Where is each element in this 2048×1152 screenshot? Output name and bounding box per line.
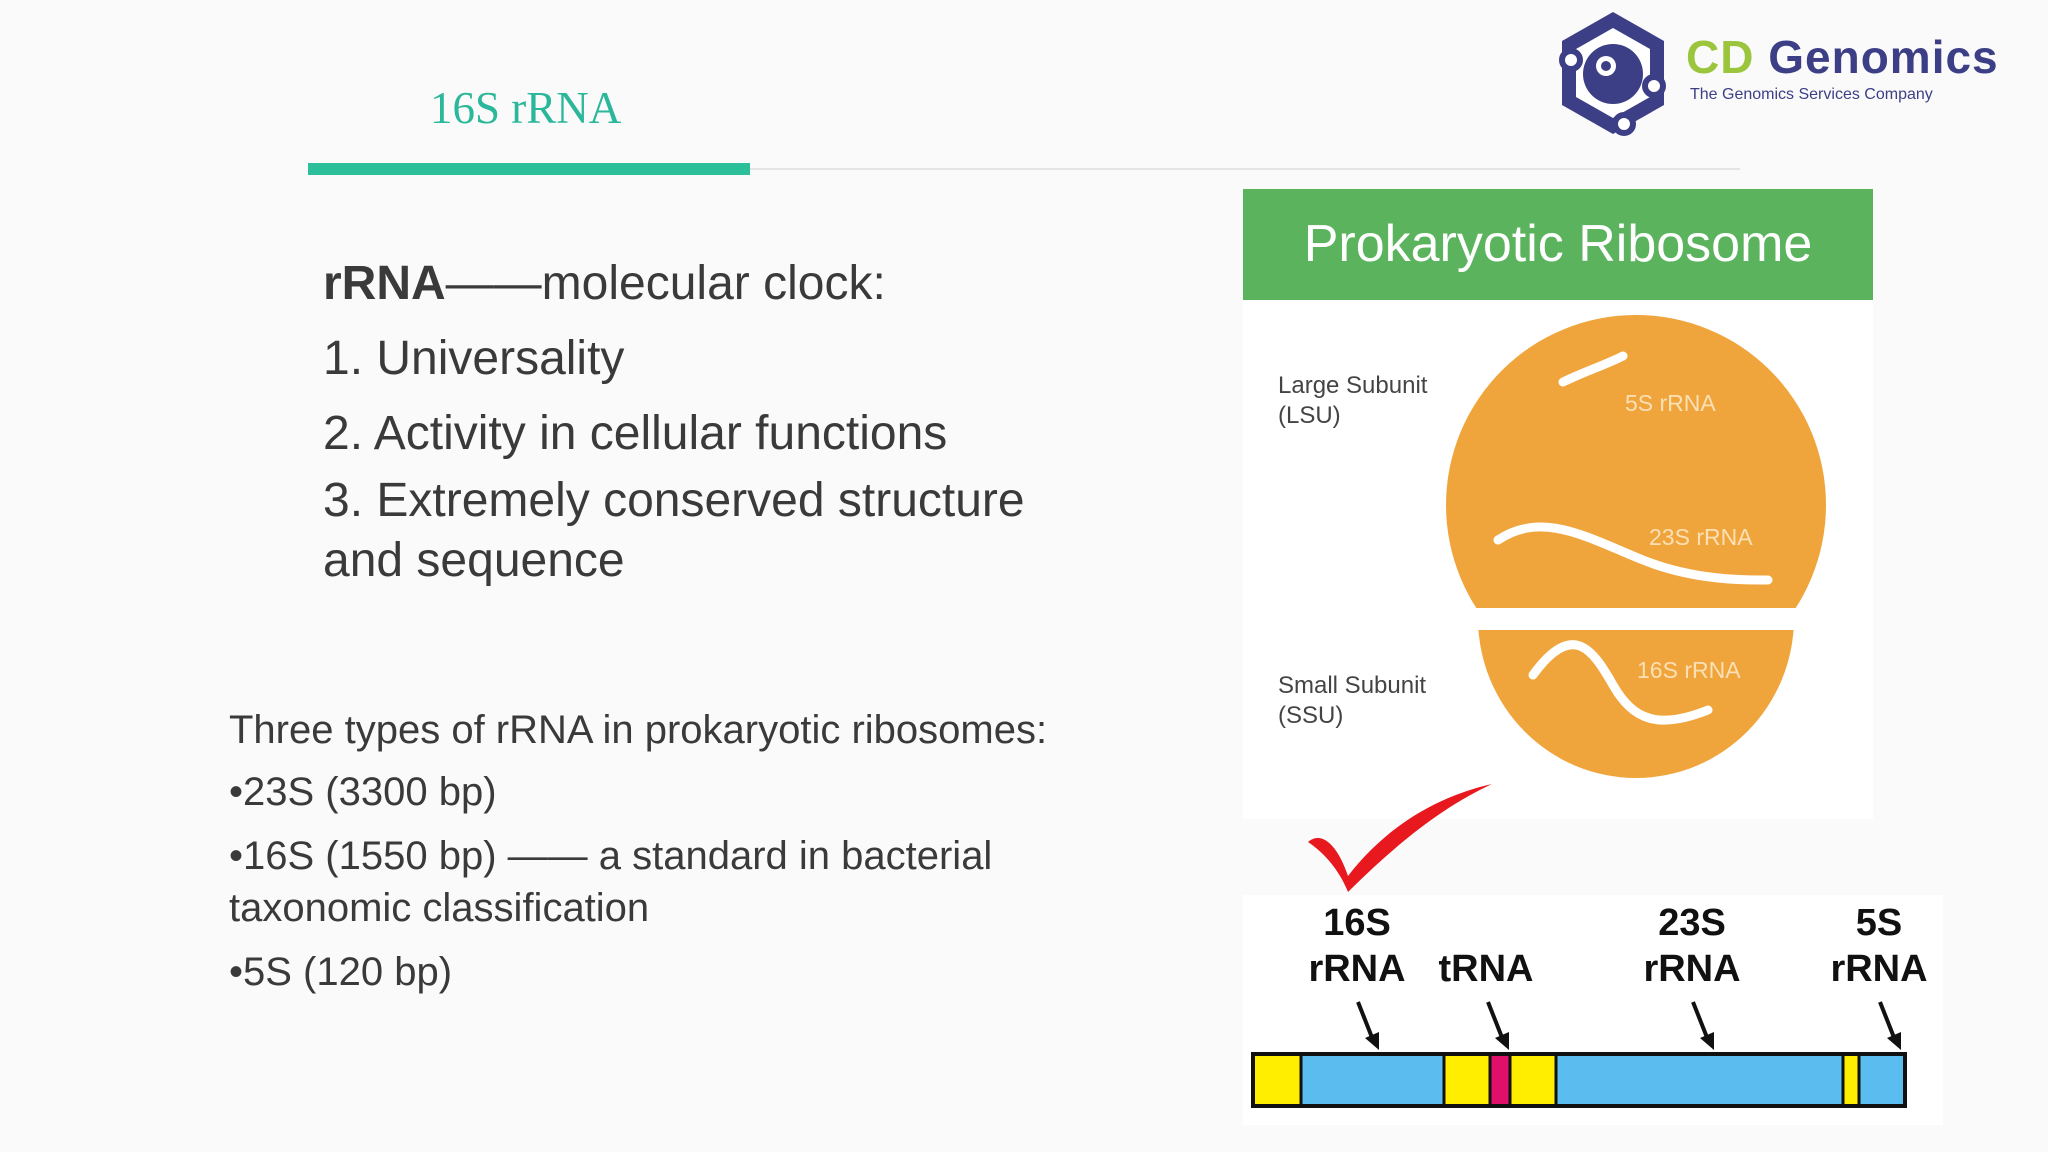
gene-label-23s-line1: 23S xyxy=(1658,902,1726,944)
logo-tagline: The Genomics Services Company xyxy=(1690,86,1933,103)
main-points: rRNA——molecular clock: 1. Universality 2… xyxy=(323,246,1025,591)
large-subunit-label-line1: Large Subunit xyxy=(1278,372,1428,399)
gene-label-16s: 16S rRNA xyxy=(1293,900,1421,992)
arrow-16s-icon xyxy=(1356,1001,1379,1050)
small-subunit-shape xyxy=(1478,630,1794,778)
rrna-type-23s: •23S (3300 bp) xyxy=(229,770,497,814)
point-activity: 2. Activity in cellular functions xyxy=(323,407,948,460)
point-conserved-line1: 3. Extremely conserved structure xyxy=(323,474,1025,527)
rrna-operon-diagram xyxy=(1251,1001,1907,1108)
segment-spacer-1 xyxy=(1253,1054,1301,1106)
title-divider xyxy=(750,168,1740,170)
main-heading-bold: rRNA xyxy=(323,257,446,310)
segment-spacer-4 xyxy=(1843,1054,1859,1106)
small-subunit-label-line1: Small Subunit xyxy=(1278,672,1427,699)
arrow-5s-icon xyxy=(1878,1001,1901,1050)
gene-label-23s-line2: rRNA xyxy=(1643,948,1741,990)
point-universality: 1. Universality xyxy=(323,332,625,385)
rrna-5s-strand xyxy=(1558,351,1628,387)
small-subunit-label-line2: (SSU) xyxy=(1278,702,1344,729)
logo-wordmark: CD Genomics xyxy=(1686,30,1999,84)
slide-title: 16S rRNA xyxy=(430,83,622,133)
gene-label-23s: 23S rRNA xyxy=(1628,900,1756,992)
ribosome-figure-header: Prokaryotic Ribosome xyxy=(1243,189,1873,300)
rrna-23s-strand xyxy=(1493,522,1773,585)
operon-outline xyxy=(1251,1052,1907,1108)
gene-label-5s-line1: 5S xyxy=(1855,902,1903,944)
gene-label-16s-line2: rRNA xyxy=(1308,948,1406,990)
segment-spacer-2 xyxy=(1444,1054,1490,1106)
large-subunit-label-line2: (LSU) xyxy=(1278,402,1341,429)
segment-spacer-3 xyxy=(1510,1054,1556,1106)
label-23s-rrna: 23S rRNA xyxy=(1649,524,1753,550)
segment-23s-gene xyxy=(1556,1054,1843,1106)
arrow-trna-icon xyxy=(1486,1001,1509,1050)
rrna-type-16s-line1: •16S (1550 bp) —— a standard in bacteria… xyxy=(229,834,993,878)
segment-16s-gene xyxy=(1301,1054,1444,1106)
segment-trna-gene xyxy=(1490,1054,1510,1106)
main-heading-rest: ——molecular clock: xyxy=(445,257,886,310)
arrow-23s-icon xyxy=(1691,1001,1714,1050)
gene-label-16s-line1: 16S xyxy=(1323,902,1391,944)
logo-wordmark-cd: CD xyxy=(1686,31,1755,83)
large-subunit-label: Large Subunit (LSU) xyxy=(1278,371,1427,431)
rrna-types-heading: Three types of rRNA in prokaryotic ribos… xyxy=(229,708,1048,752)
small-subunit-label: Small Subunit (SSU) xyxy=(1278,671,1426,731)
segment-5s-gene xyxy=(1859,1054,1905,1106)
ribosome-diagram: 5S rRNA 23S rRNA 16S rRNA xyxy=(1446,315,1826,778)
gene-label-5s: 5S rRNA xyxy=(1815,900,1943,992)
cd-genomics-logo-icon xyxy=(1559,12,1666,136)
gene-label-5s-line2: rRNA xyxy=(1830,948,1928,990)
checkmark-icon xyxy=(1308,784,1492,892)
rrna-16s-strand xyxy=(1528,640,1713,725)
gene-label-trna: tRNA xyxy=(1431,946,1541,992)
label-5s-rrna: 5S rRNA xyxy=(1625,390,1716,416)
logo-wordmark-genomics: Genomics xyxy=(1768,31,1999,83)
large-subunit-shape xyxy=(1446,315,1826,608)
title-underline-accent xyxy=(308,163,750,175)
rrna-type-16s-line2: taxonomic classification xyxy=(229,886,650,930)
label-16s-rrna: 16S rRNA xyxy=(1637,657,1741,683)
main-heading: rRNA——molecular clock: xyxy=(323,246,1025,321)
gene-label-trna-line1: tRNA xyxy=(1438,948,1534,990)
point-conserved-line2: and sequence xyxy=(323,534,625,587)
rrna-type-5s: •5S (120 bp) xyxy=(229,950,453,994)
rrna-types: Three types of rRNA in prokaryotic ribos… xyxy=(229,708,1047,1014)
